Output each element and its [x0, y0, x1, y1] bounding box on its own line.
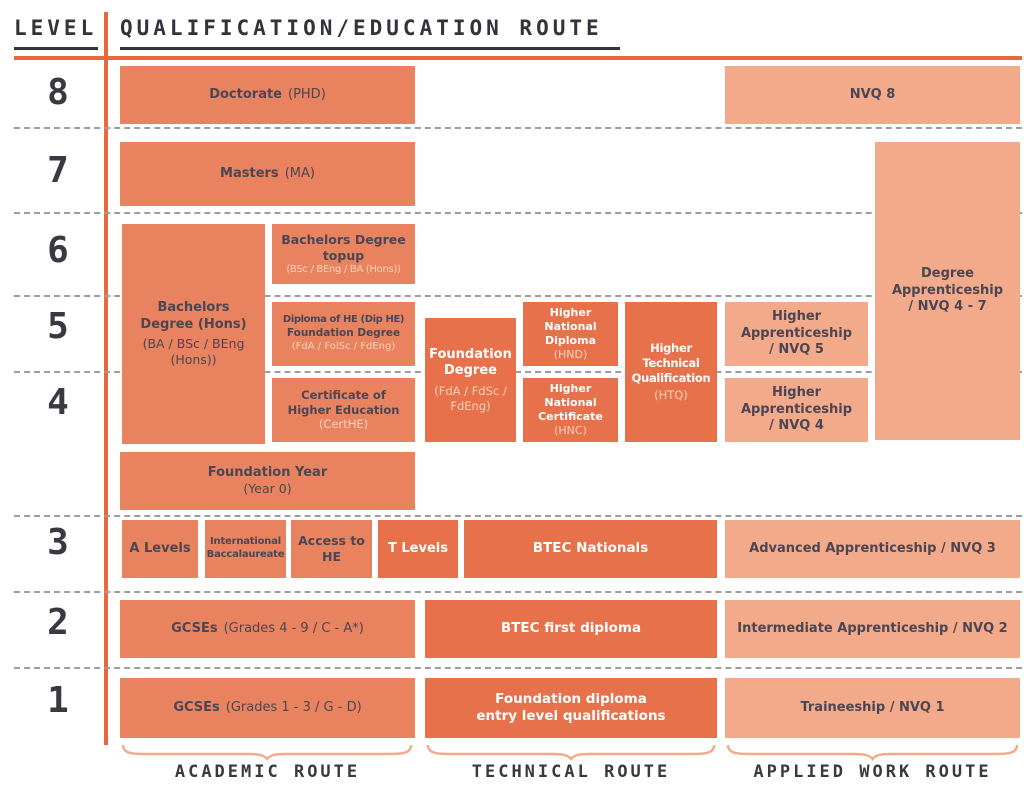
level-column-header: LEVEL	[14, 16, 98, 40]
box-international-baccalaureate: International Baccalaureate	[205, 520, 286, 578]
box-masters: Masters(MA)	[120, 142, 415, 206]
level-8-label: 8	[47, 72, 69, 113]
box-traineeship: Traineeship / NVQ 1	[725, 678, 1020, 738]
separator-level-5-4	[14, 371, 1022, 373]
level-2-label: 2	[47, 602, 69, 643]
level-7-label: 7	[47, 150, 69, 191]
box-a-levels: A Levels	[122, 520, 198, 578]
separator-level-2-1	[14, 667, 1022, 669]
level-axis-line	[104, 12, 108, 745]
box-certhe: Certificate of Higher Education (CertHE)	[272, 378, 415, 442]
separator-level-3-2	[14, 591, 1022, 593]
box-t-levels: T Levels	[378, 520, 458, 578]
box-diploma-of-he: Diploma of HE (Dip HE) Foundation Degree…	[272, 302, 415, 366]
level-1-label: 1	[47, 680, 69, 721]
level-6-label: 6	[47, 230, 69, 271]
box-htq: Higher Technical Qualification (HTQ)	[625, 302, 717, 442]
level-4-label: 4	[47, 382, 69, 423]
applied-work-route-brace	[725, 745, 1020, 759]
box-btec-first-diploma: BTEC first diploma	[425, 600, 717, 658]
box-access-to-he: Access to HE	[291, 520, 372, 578]
box-doctorate: Doctorate(PHD)	[120, 66, 415, 124]
box-bachelors-topup: Bachelors Degree topup (BSc / BEng / BA …	[272, 224, 415, 284]
box-gcses-upper: GCSEs(Grades 4 - 9 / C - A*)	[120, 600, 415, 658]
academic-route-brace	[120, 745, 414, 759]
box-degree-apprenticeship: Degree Apprenticeship / NVQ 4 - 7	[875, 142, 1020, 440]
level-3-label: 3	[47, 522, 69, 563]
box-gcses-lower: GCSEs(Grades 1 - 3 / G - D)	[120, 678, 415, 738]
academic-route-label: ACADEMIC ROUTE	[174, 762, 361, 782]
technical-route-brace	[425, 745, 717, 759]
box-nvq-8: NVQ 8	[725, 66, 1020, 124]
separator-level-6-5	[14, 295, 1022, 297]
level-header-underline	[14, 47, 98, 50]
box-bachelors-degree: Bachelors Degree (Hons) (BA / BSc / BEng…	[122, 224, 265, 444]
level-5-label: 5	[47, 306, 69, 347]
technical-route-label: TECHNICAL ROUTE	[471, 762, 671, 782]
box-hnc: Higher National Certificate (HNC)	[523, 378, 618, 442]
box-btec-nationals: BTEC Nationals	[464, 520, 717, 578]
box-higher-apprenticeship-nvq4: Higher Apprenticeship / NVQ 4	[725, 378, 868, 442]
box-foundation-diploma: Foundation diploma entry level qualifica…	[425, 678, 717, 738]
box-intermediate-apprenticeship: Intermediate Apprenticeship / NVQ 2	[725, 600, 1020, 658]
box-hnd: Higher National Diploma (HND)	[523, 302, 618, 366]
box-higher-apprenticeship-nvq5: Higher Apprenticeship / NVQ 5	[725, 302, 868, 366]
title-underline	[120, 47, 620, 50]
separator-level-4-3	[14, 515, 1022, 517]
box-advanced-apprenticeship: Advanced Apprenticeship / NVQ 3	[725, 520, 1020, 578]
header-rule	[14, 56, 1022, 60]
box-foundation-year: Foundation Year (Year 0)	[120, 452, 415, 510]
page-title: QUALIFICATION/EDUCATION ROUTE	[120, 16, 603, 40]
box-foundation-degree: Foundation Degree (FdA / FdSc / FdEng)	[425, 318, 516, 442]
separator-level-7-6	[14, 212, 1022, 214]
separator-level-8-7	[14, 127, 1022, 129]
applied-work-route-label: APPLIED WORK ROUTE	[753, 762, 992, 782]
